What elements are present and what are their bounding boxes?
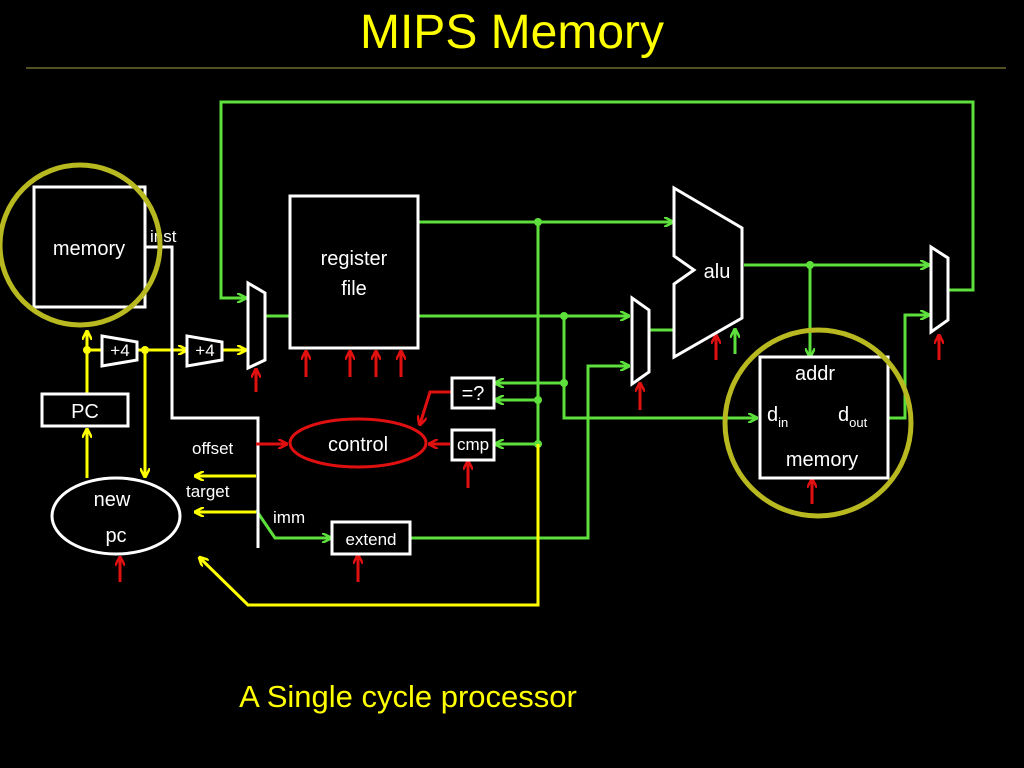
control-label: control xyxy=(328,434,388,456)
compare-unit: cmp xyxy=(450,428,496,462)
alu-label: alu xyxy=(704,261,731,283)
regfile-input-mux xyxy=(246,280,267,371)
offset-label: offset xyxy=(192,439,234,458)
datapath-wires xyxy=(219,100,975,538)
data-memory-dout: dout xyxy=(838,404,868,430)
writeback-mux xyxy=(929,244,950,335)
register-file-label-1: register xyxy=(321,248,388,270)
new-pc-label-1: new xyxy=(94,489,131,511)
data-memory-addr: addr xyxy=(795,363,835,385)
compare-unit-label: cmp xyxy=(457,435,489,454)
register-file-label-2: file xyxy=(341,278,367,300)
sign-extend-label: extend xyxy=(345,530,396,549)
slide-title: MIPS Memory xyxy=(360,6,664,59)
new-pc-label-2: pc xyxy=(105,525,126,547)
equality-check-label: =? xyxy=(462,383,485,405)
control-arrows xyxy=(120,336,939,582)
pc-adder-1-label: +4 xyxy=(110,341,129,360)
target-label: target xyxy=(186,482,230,501)
pc-adder-2-label: +4 xyxy=(195,341,214,360)
pc-adder-1: +4 xyxy=(100,334,139,368)
register-file: register file xyxy=(288,194,420,350)
instruction-memory-highlight-circle xyxy=(0,162,163,328)
pc-path-wires xyxy=(83,332,540,607)
control-unit: control xyxy=(288,417,428,469)
data-memory-din: din xyxy=(767,404,788,430)
data-memory: addr din dout memory xyxy=(758,355,890,480)
alu-input-mux xyxy=(630,295,651,387)
pc-adder-2: +4 xyxy=(185,334,224,368)
pc-label: PC xyxy=(71,401,99,423)
instruction-wires xyxy=(145,245,260,548)
new-pc: new pc xyxy=(50,476,182,556)
sign-extend: extend xyxy=(330,520,412,556)
alu: alu xyxy=(672,185,744,360)
pc-register: PC xyxy=(40,392,130,428)
imm-label: imm xyxy=(273,508,305,527)
control-signals xyxy=(256,390,452,444)
data-memory-highlight-circle xyxy=(722,327,914,519)
inst-wire-label: inst xyxy=(150,227,177,246)
instruction-memory-label: memory xyxy=(53,238,125,260)
data-memory-label: memory xyxy=(786,449,858,471)
equality-check: =? xyxy=(450,376,496,410)
slide-caption: A Single cycle processor xyxy=(239,679,577,714)
instruction-memory: memory xyxy=(32,185,147,309)
